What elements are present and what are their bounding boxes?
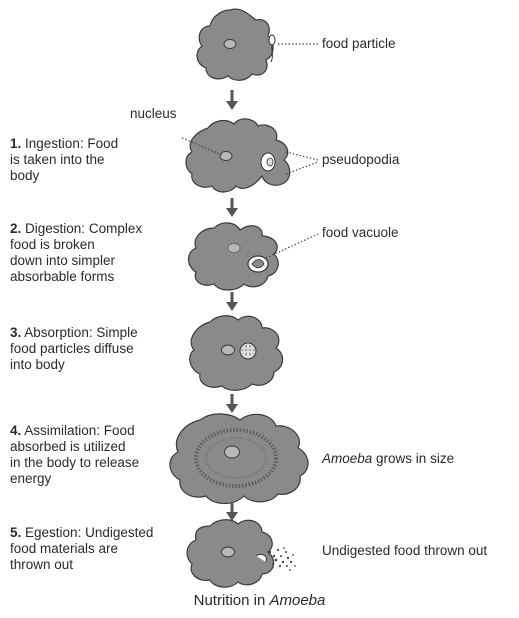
- amoeba-stage-assimilation: [170, 414, 308, 504]
- down-arrow-4: [226, 394, 238, 413]
- step-egestion: 5. Egestion: Undigested food materials a…: [10, 525, 153, 573]
- caption-organism: Amoeba: [270, 592, 326, 609]
- step-number: 5.: [10, 525, 21, 540]
- step-digestion: 2. Digestion: Complex food is broken dow…: [10, 221, 142, 285]
- grows-text: grows in size: [372, 451, 454, 466]
- step-line: Egestion: Undigested: [25, 525, 153, 540]
- down-arrow-3: [226, 292, 238, 311]
- amoeba-stage-ingestion: [186, 119, 290, 192]
- amoeba-stage-digestion: [189, 223, 279, 290]
- step-line: food is broken: [10, 237, 142, 253]
- food-vacuole-label: food vacuole: [322, 225, 399, 241]
- step-absorption: 3. Absorption: Simple food particles dif…: [10, 325, 138, 373]
- food-particle-label: food particle: [322, 36, 396, 52]
- step-line: Assimilation: Food: [24, 423, 134, 438]
- figure-caption: Nutrition in Amoeba: [0, 592, 519, 609]
- step-number: 3.: [10, 325, 21, 340]
- down-arrow-2: [226, 198, 238, 217]
- amoeba-stage-egestion: [187, 520, 274, 587]
- step-number: 2.: [10, 221, 21, 236]
- pseudopodia-leader-1: [286, 152, 318, 160]
- grows-in-size-label: Amoeba grows in size: [322, 451, 454, 467]
- amoeba-stage-absorption: [190, 316, 283, 391]
- step-line: Digestion: Complex: [25, 221, 142, 236]
- amoeba-stage-0: [197, 9, 273, 80]
- undigested-food-label: Undigested food thrown out: [322, 543, 487, 559]
- step-line: food particles diffuse: [10, 341, 138, 357]
- nucleus-shape: [224, 40, 236, 49]
- grows-organism-name: Amoeba: [322, 451, 372, 466]
- step-line: thrown out: [10, 557, 153, 573]
- step-line: energy: [10, 471, 139, 487]
- pseudopodia-leader-2: [286, 162, 318, 174]
- step-number: 1.: [10, 136, 21, 151]
- caption-prefix: Nutrition in: [194, 592, 270, 609]
- step-line: body: [10, 168, 118, 184]
- step-ingestion: 1. Ingestion: Food is taken into the bod…: [10, 136, 118, 184]
- down-arrow-5: [226, 502, 238, 521]
- step-line: food materials are: [10, 541, 153, 557]
- step-line: absorbed is utilized: [10, 439, 139, 455]
- step-line: down into simpler: [10, 253, 142, 269]
- step-line: into body: [10, 357, 138, 373]
- nucleus-label: nucleus: [130, 106, 177, 122]
- step-number: 4.: [10, 423, 21, 438]
- step-line: is taken into the: [10, 152, 118, 168]
- step-line: Absorption: Simple: [24, 325, 137, 340]
- step-line: in the body to release: [10, 455, 139, 471]
- step-line: absorbable forms: [10, 269, 142, 285]
- step-assimilation: 4. Assimilation: Food absorbed is utiliz…: [10, 423, 139, 487]
- step-line: Ingestion: Food: [25, 136, 118, 151]
- down-arrow-1: [226, 90, 238, 110]
- pseudopodia-label: pseudopodia: [322, 152, 399, 168]
